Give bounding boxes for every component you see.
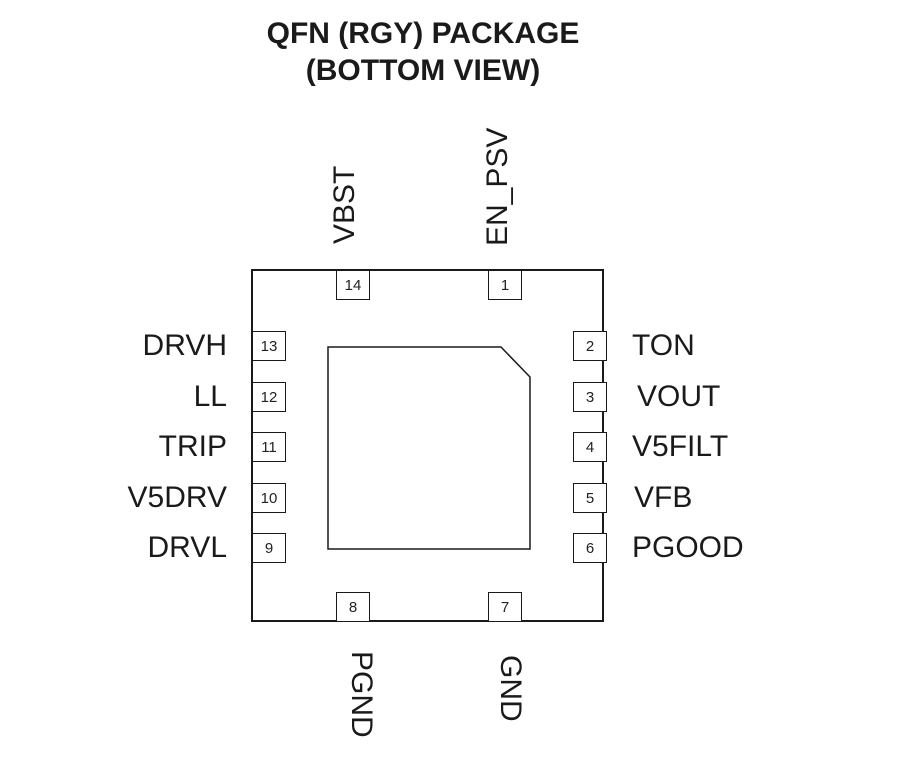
pin-5-pad: 5: [573, 483, 607, 513]
pin-3-pad: 3: [573, 382, 607, 412]
thermal-pad-outline: [327, 346, 531, 550]
pin-13-pad: 13: [252, 331, 286, 361]
pin-11-label: TRIP: [158, 430, 227, 463]
pin-14-pad: 14: [336, 270, 370, 300]
thermal-pad: [327, 346, 531, 550]
pin-2-label: TON: [632, 329, 695, 362]
pin-10-label: V5DRV: [127, 481, 228, 514]
pin-4-label: V5FILT: [632, 430, 729, 463]
pin-13-label: DRVH: [142, 329, 227, 362]
pin-7-pad: 7: [488, 592, 522, 622]
package-title-line-2: (BOTTOM VIEW): [305, 54, 541, 87]
pin-12-label: LL: [193, 380, 227, 413]
pin-9-label: DRVL: [147, 531, 227, 564]
pin-14-label: VBST: [328, 165, 361, 244]
pin-1-label: EN_PSV: [481, 127, 514, 246]
pin-9-pad: 9: [252, 533, 286, 563]
pin-8-pad: 8: [336, 592, 370, 622]
pin-8-label: PGND: [345, 651, 378, 738]
pin-11-pad: 11: [252, 432, 286, 462]
pin-3-label: VOUT: [637, 380, 721, 413]
pin-4-pad: 4: [573, 432, 607, 462]
pin-5-label: VFB: [634, 481, 693, 514]
pin-2-pad: 2: [573, 331, 607, 361]
pin-1-pad: 1: [488, 270, 522, 300]
pin-12-pad: 12: [252, 382, 286, 412]
pin-6-pad: 6: [573, 533, 607, 563]
pin-6-label: PGOOD: [632, 531, 744, 564]
pin-7-label: GND: [494, 655, 527, 722]
package-title-line-1: QFN (RGY) PACKAGE: [266, 17, 580, 50]
pin-10-pad: 10: [252, 483, 286, 513]
